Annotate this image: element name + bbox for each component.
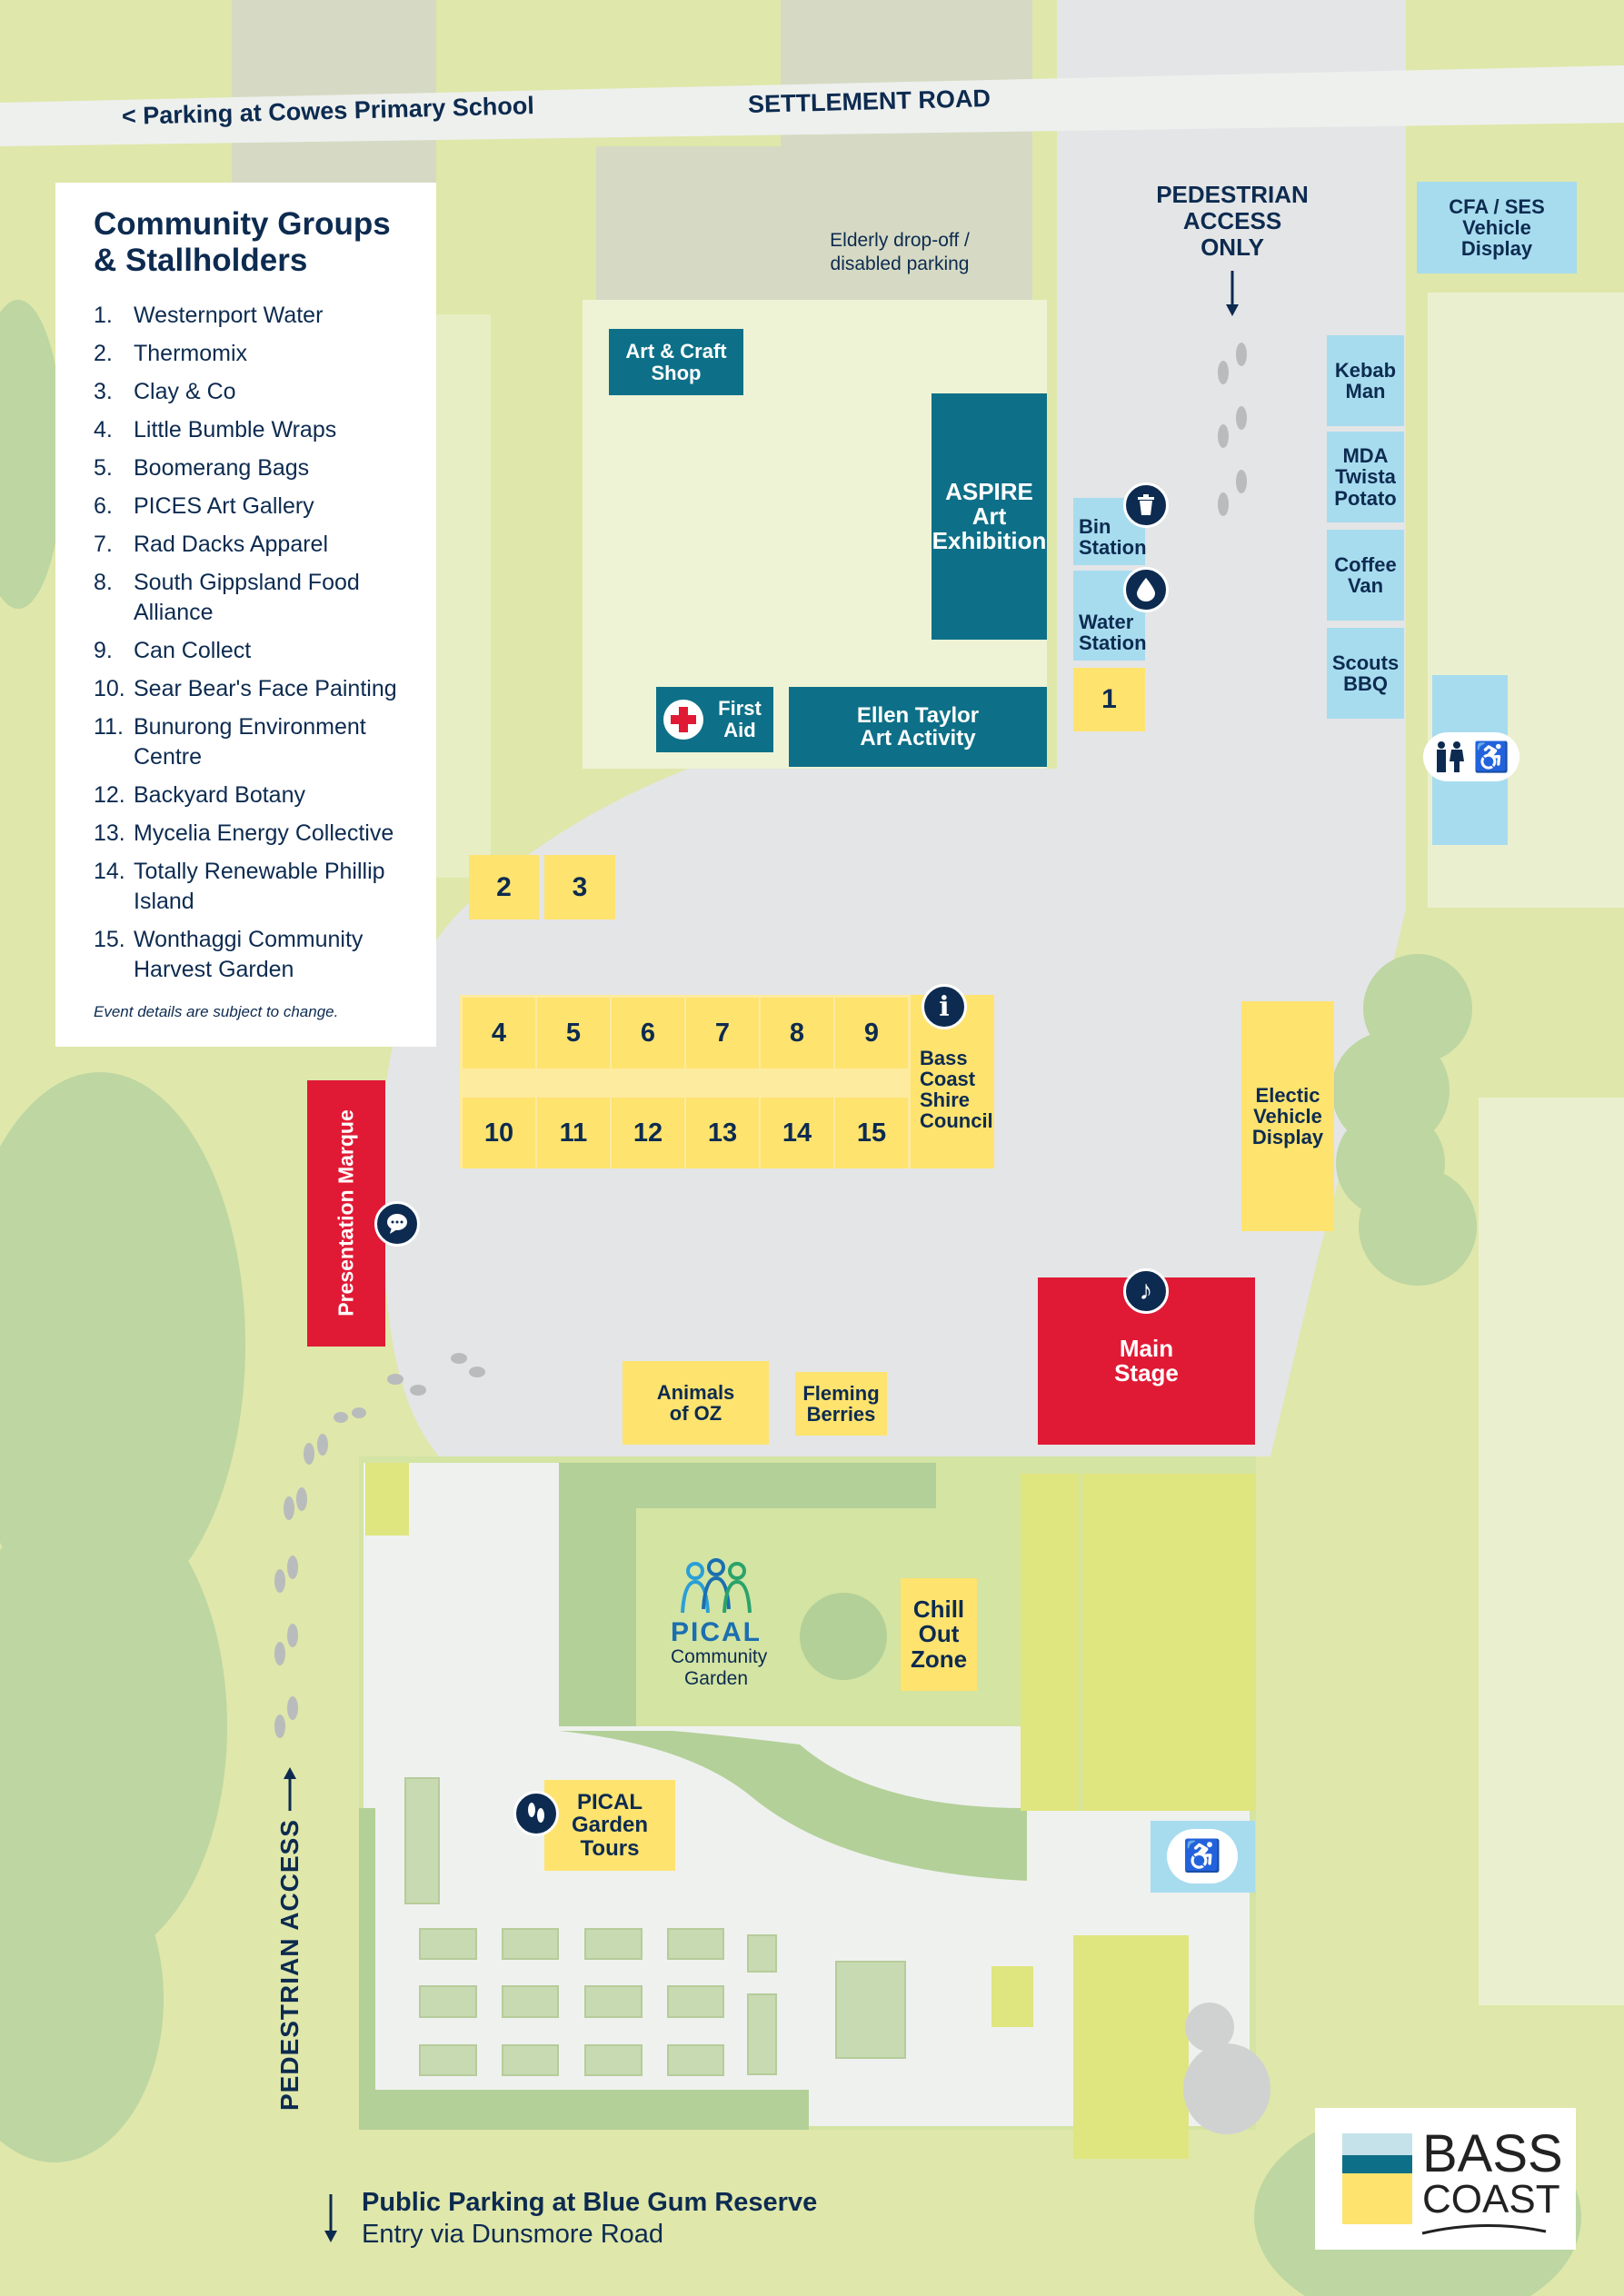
pedestrian-access-label: PEDESTRIAN ACCESS [275, 1819, 304, 2111]
pical-people-icon [681, 1558, 752, 1614]
bin-icon [1123, 482, 1169, 528]
stall-9: 9 [835, 998, 908, 1068]
pical-title: PICAL [671, 1617, 762, 1647]
stall-14: 14 [761, 1098, 833, 1168]
info-icon: i [922, 984, 967, 1029]
logo-bass: BASS [1422, 2124, 1563, 2183]
presentation-marque: Presentation Marque [307, 1080, 385, 1347]
wheelchair-icon: ♿ [1167, 1829, 1238, 1884]
legend-item: 14.Totally Renewable Phillip Island [94, 859, 385, 914]
stall-3: 3 [544, 855, 615, 919]
arrows [284, 271, 1239, 2242]
garden-circle [800, 1593, 887, 1680]
stall-4: 4 [463, 998, 535, 1068]
field [1021, 1474, 1256, 1811]
legend-item: 2.Thermomix [94, 341, 248, 366]
legend-note: Event details are subject to change. [94, 1003, 339, 1020]
first-aid-box: First Aid [656, 687, 773, 752]
scouts-bbq: Scouts BBQ [1327, 628, 1404, 719]
garden-beds [404, 1777, 906, 2076]
stall-11: 11 [537, 1098, 610, 1168]
pical-subtitle: Community Garden [671, 1646, 768, 1689]
pical-logo: PICAL Community Garden [653, 1558, 780, 1690]
entry-label: Entry via Dunsmore Road [362, 2220, 664, 2249]
legend-item: 6.PICES Art Gallery [94, 493, 314, 519]
legend-item: 13.Mycelia Energy Collective [94, 820, 394, 846]
music-note-icon: ♪ [1123, 1268, 1169, 1314]
mda-twista-potato: MDA Twista Potato [1327, 432, 1404, 522]
legend-item: 1.Westernport Water [94, 303, 324, 328]
aspire-art-exhibition: ASPIRE Art Exhibition [932, 393, 1047, 640]
chill-out-zone: Chill Out Zone [901, 1578, 977, 1691]
kebab-man: Kebab Man [1327, 335, 1404, 426]
cfa-ses-display: CFA / SES Vehicle Display [1417, 182, 1577, 273]
stall-8: 8 [761, 998, 833, 1068]
legend-item: 7.Rad Dacks Apparel [94, 532, 329, 557]
legend-item: 15.Wonthaggi Community Harvest Garden [94, 927, 364, 982]
legend-item: 11.Bunurong Environment Centre [94, 714, 366, 770]
elderly-dropoff-label: Elderly drop-off / disabled parking [830, 230, 970, 274]
settlement-road [0, 65, 1624, 146]
stall-13: 13 [686, 1098, 759, 1168]
electric-vehicle-display: Electic Vehicle Display [1241, 1001, 1334, 1231]
water-drop-icon [1123, 567, 1169, 612]
footprints-icon [513, 1791, 559, 1836]
bass-coast-logo: BASS COAST [1315, 2108, 1576, 2250]
pedestrian-only-label: PEDESTRIAN ACCESS ONLY [1156, 181, 1309, 261]
stall-6: 6 [612, 998, 684, 1068]
stall-10: 10 [463, 1098, 535, 1168]
ellen-taylor-art-activity: Ellen Taylor Art Activity [789, 687, 1047, 767]
toilet-icon [1437, 741, 1465, 772]
legend-panel: Community Groups& Stallholders 1.Western… [55, 183, 436, 1047]
public-parking-label: Public Parking at Blue Gum Reserve [362, 2188, 818, 2217]
coffee-van: Coffee Van [1327, 530, 1404, 621]
legend-item: 10.Sear Bear's Face Painting [94, 676, 397, 701]
legend-item: 5.Boomerang Bags [94, 455, 310, 481]
first-aid: First Aid [718, 697, 762, 741]
legend-title: Community Groups& Stallholders [94, 206, 391, 278]
bin-station: Bin Station [1073, 498, 1147, 565]
stall-15: 15 [835, 1098, 908, 1168]
legend-item: 4.Little Bumble Wraps [94, 417, 337, 442]
art-craft-shop: Art & Craft Shop [609, 329, 743, 395]
legend-item: 12.Backyard Botany [94, 782, 305, 808]
stall-5: 5 [537, 998, 610, 1068]
stall-12: 12 [612, 1098, 684, 1168]
stall-2: 2 [469, 855, 539, 919]
speech-bubble-icon [374, 1201, 420, 1247]
footprints [274, 343, 1247, 1738]
stall-1: 1 [1073, 668, 1145, 731]
legend-item: 8.South Gippsland Food Alliance [94, 570, 360, 625]
stall-7: 7 [686, 998, 759, 1068]
legend-list: 1.Westernport Water 2.Thermomix 3.Clay &… [94, 301, 400, 985]
toilets-accessible-badge: ♿ [1423, 732, 1519, 781]
presentation-marque-label: Presentation Marque [334, 1109, 358, 1317]
fleming-berries: Fleming Berries [795, 1372, 887, 1436]
legend-item: 3.Clay & Co [94, 379, 236, 404]
logo-coast: COAST [1422, 2177, 1560, 2221]
legend-item: 9.Can Collect [94, 638, 252, 663]
first-aid-cross-icon [663, 700, 703, 740]
animals-of-oz: Animals of OZ [623, 1361, 769, 1445]
wheelchair-icon: ♿ [1473, 740, 1509, 773]
pical-garden-tours: PICAL Garden Tours [544, 1780, 675, 1871]
